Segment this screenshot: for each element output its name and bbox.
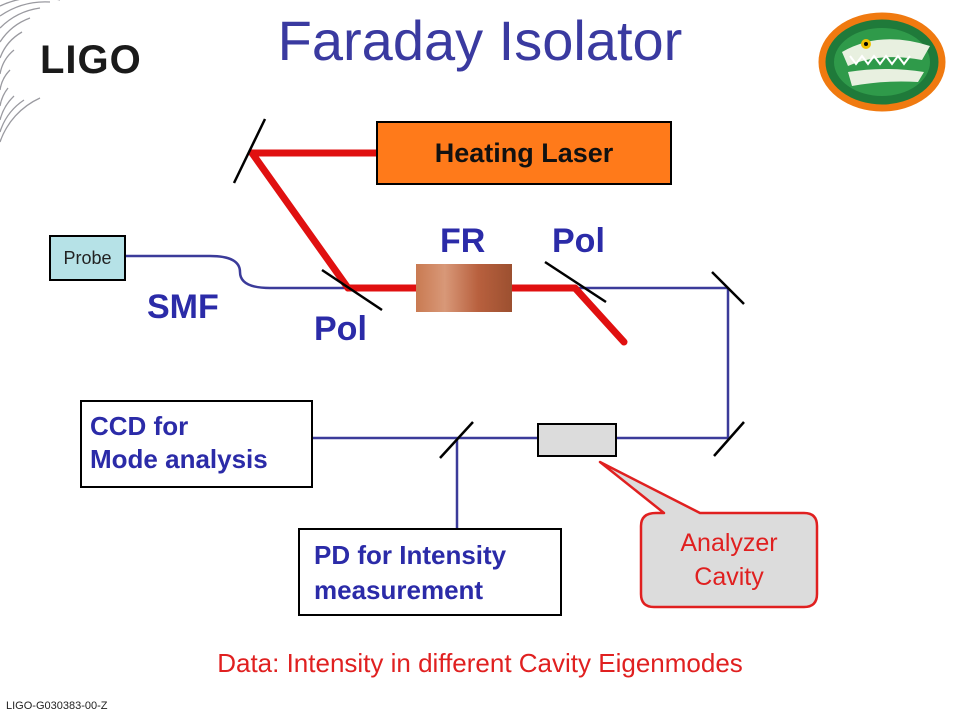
callout-line-1: Analyzer	[680, 529, 778, 557]
beam-splitter	[439, 421, 474, 459]
ccd-box: CCD for Mode analysis	[80, 400, 313, 488]
callout-line-2: Cavity	[694, 563, 764, 591]
ligo-logo: LIGO	[40, 38, 142, 82]
smf-fiber	[126, 254, 350, 290]
document-id: LIGO-G030383-00-Z	[6, 700, 108, 712]
ccd-label-line-2: Mode analysis	[90, 444, 268, 474]
smf-label: SMF	[147, 288, 219, 326]
page-title: Faraday Isolator	[277, 9, 683, 72]
polarizer-top	[544, 260, 607, 304]
faraday-rotator-crystal	[416, 264, 512, 312]
optic-elements	[232, 118, 745, 459]
pd-label-line-1: PD for Intensity	[314, 540, 507, 570]
mirror-top-left	[232, 118, 267, 184]
mirror-bottom-right	[713, 421, 745, 457]
analyzer-callout-text: Analyzer Cavity	[641, 513, 817, 607]
data-caption: Data: Intensity in different Cavity Eige…	[217, 648, 743, 678]
gator-mascot-logo	[818, 12, 946, 112]
ccd-label-line-1: CCD for	[90, 411, 189, 441]
mirror-top-right	[711, 271, 745, 305]
pd-box: PD for Intensity measurement	[298, 528, 562, 616]
pd-label-line-2: measurement	[314, 575, 484, 605]
polarizer-bottom	[321, 268, 383, 312]
analyzer-cavity	[537, 423, 617, 457]
heating-laser-box: Heating Laser	[376, 121, 672, 185]
probe-box: Probe	[49, 235, 126, 281]
pol-top-label: Pol	[552, 222, 605, 260]
fr-label: FR	[440, 222, 486, 260]
ligo-logo-arcs	[0, 0, 60, 143]
pol-bottom-label: Pol	[314, 310, 367, 348]
analyzer-callout-bubble	[598, 460, 819, 609]
